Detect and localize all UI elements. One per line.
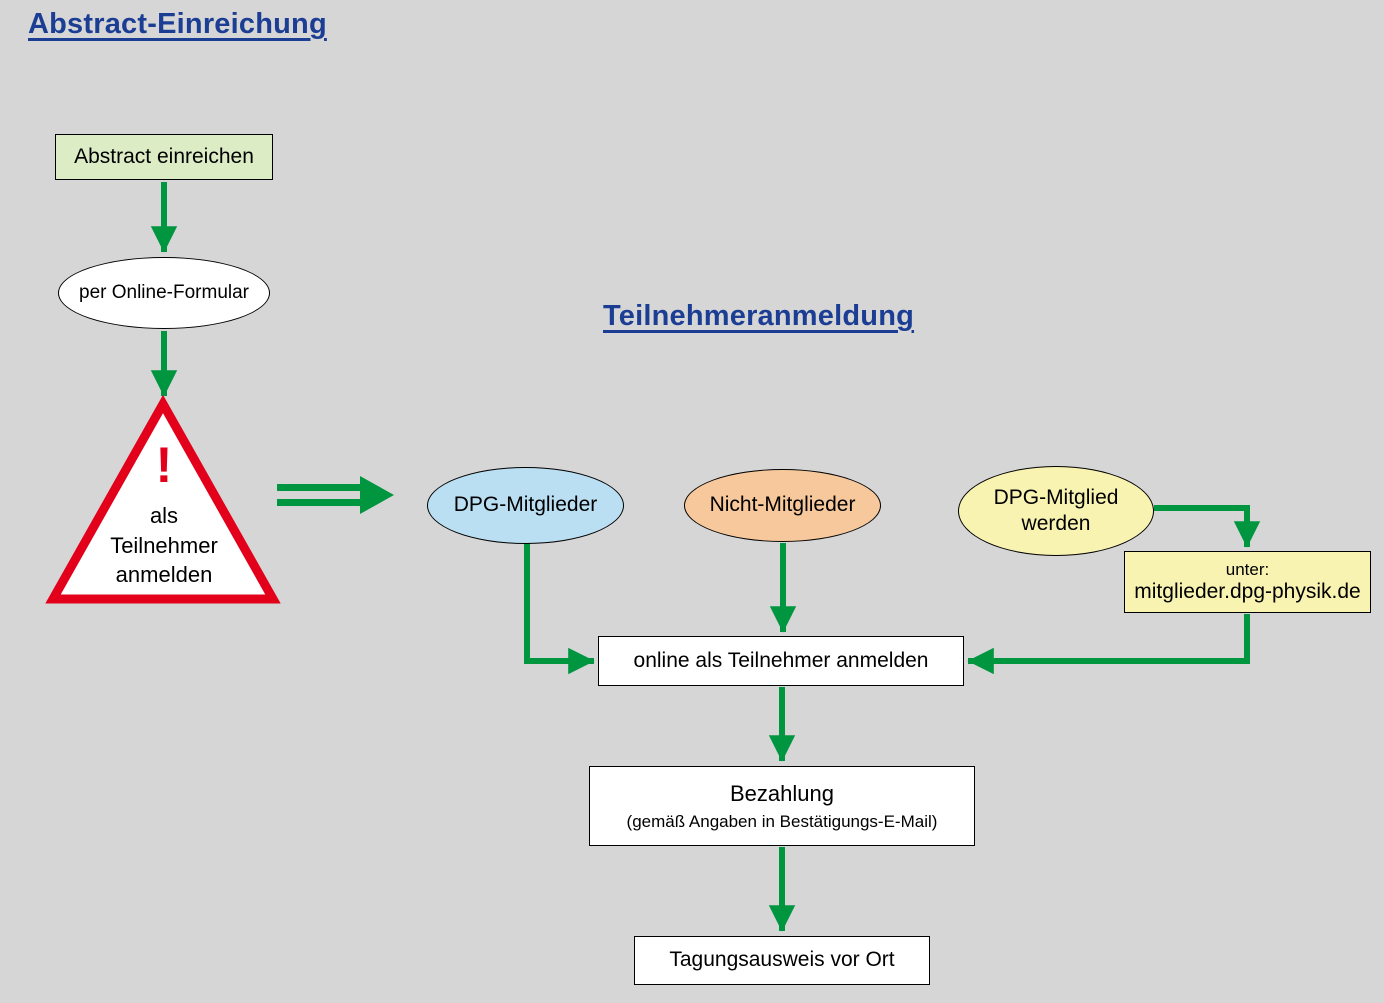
node-unter-mitglieder-url: unter: mitglieder.dpg-physik.de (1124, 551, 1371, 613)
heading-teilnehmeranmeldung: Teilnehmeranmeldung (603, 300, 915, 332)
node-dpg-mitglied-werden: DPG-Mitglied werden (958, 466, 1154, 556)
warning-triangle (45, 394, 281, 604)
node-tagungsausweis-label: Tagungsausweis vor Ort (669, 948, 895, 972)
node-online-anmelden-label: online als Teilnehmer anmelden (633, 648, 929, 672)
node-bezahlung-subtitle: (gemäß Angaben in Bestätigungs-E-Mail) (626, 811, 938, 831)
warning-label-line3: anmelden (115, 562, 213, 588)
node-abstract-einreichen-label: Abstract einreichen (74, 144, 254, 168)
node-online-anmelden: online als Teilnehmer anmelden (598, 636, 964, 686)
node-bezahlung: Bezahlung (gemäß Angaben in Bestätigungs… (589, 766, 975, 846)
arrow-unter-to-online (967, 614, 1250, 675)
arrow-dpg-to-online (524, 543, 595, 675)
node-dpg-mitglieder: DPG-Mitglieder (427, 467, 624, 544)
double-arrow-right-icon (277, 476, 394, 514)
node-per-online-formular-label: per Online-Formular (79, 282, 249, 304)
warning-label: als Teilnehmer anmelden (88, 501, 240, 590)
arrow-werden-to-unter (1154, 505, 1261, 548)
node-unter-label: unter: (1225, 559, 1270, 579)
warning-label-line2: Teilnehmer (110, 532, 218, 558)
node-nicht-mitglieder-label: Nicht-Mitglieder (709, 493, 856, 517)
warning-label-line1: als (149, 503, 179, 528)
node-per-online-formular: per Online-Formular (58, 257, 270, 329)
node-abstract-einreichen: Abstract einreichen (55, 134, 273, 180)
node-nicht-mitglieder: Nicht-Mitglieder (684, 469, 881, 542)
node-dpg-mitglied-werden-label: DPG-Mitglied werden (993, 485, 1119, 535)
node-bezahlung-title: Bezahlung (730, 781, 834, 807)
node-tagungsausweis: Tagungsausweis vor Ort (634, 936, 930, 985)
heading-abstract-einreichung: Abstract-Einreichung (28, 8, 327, 40)
node-dpg-mitglieder-label: DPG-Mitglieder (453, 493, 598, 517)
warning-exclamation-icon: ! (155, 437, 173, 493)
node-unter-url: mitglieder.dpg-physik.de (1134, 580, 1361, 604)
